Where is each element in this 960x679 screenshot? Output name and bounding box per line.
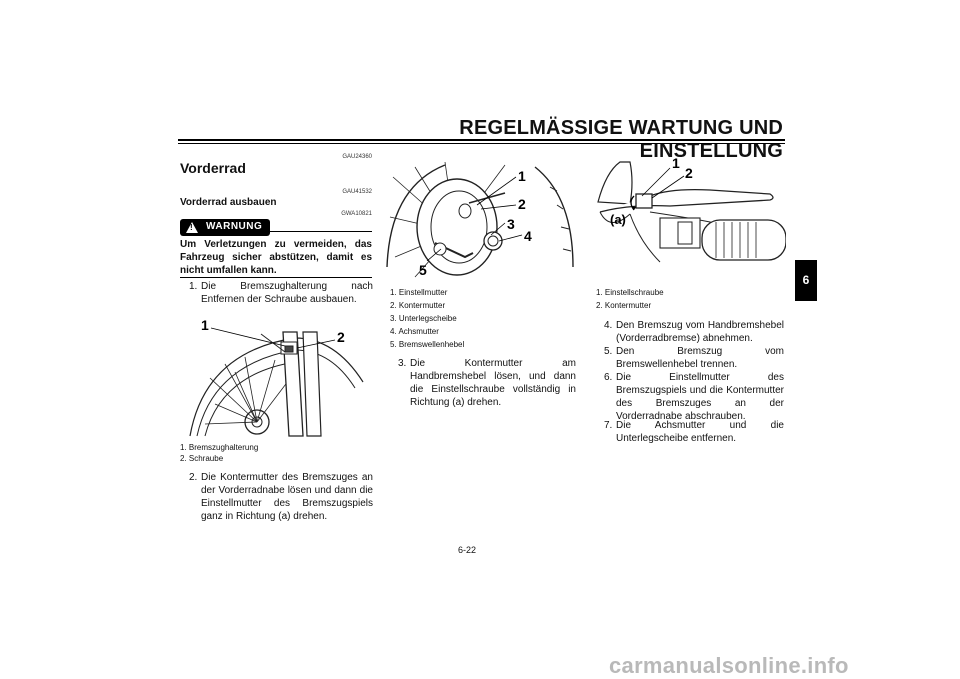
figure-caption: 2. Schraube bbox=[180, 454, 224, 463]
step-text: Die Achsmutter und die Unterlegscheibe e… bbox=[616, 420, 784, 444]
figure-caption: 1. Einstellmutter bbox=[390, 288, 448, 297]
figure-caption: 5. Bremswellenhebel bbox=[390, 340, 465, 349]
figure-callout: 1 bbox=[518, 168, 526, 184]
step-text: Die Kontermutter des Bremszuges an der V… bbox=[201, 472, 373, 522]
section-title: Vorderrad bbox=[180, 160, 246, 176]
figure-callout: 1 bbox=[201, 317, 209, 333]
figure-callout: 4 bbox=[524, 228, 532, 244]
section-tab: 6 bbox=[795, 260, 817, 301]
figure-callout: 2 bbox=[337, 329, 345, 345]
header-rule-thin bbox=[178, 143, 785, 144]
figure-callout: 2 bbox=[518, 196, 526, 212]
list-item: 7. Die Achsmutter und die Unterlegscheib… bbox=[604, 419, 784, 447]
list-item: 2. Die Kontermutter des Bremszuges an de… bbox=[189, 471, 373, 527]
watermark: carmanualsonline.info bbox=[609, 653, 849, 678]
doc-code: GAU41532 bbox=[342, 189, 372, 195]
doc-code: GWA10821 bbox=[341, 211, 372, 217]
step-number: 7. bbox=[604, 420, 613, 431]
figure-caption: 4. Achsmutter bbox=[390, 327, 439, 336]
brake-lever-figure: 1 2 (a) bbox=[597, 155, 786, 263]
warning-label: WARNUNG bbox=[206, 221, 263, 232]
list-item: 4. Den Bremszug vom Handbremshebel (Vord… bbox=[604, 319, 784, 347]
figure-caption: 3. Unterlegscheibe bbox=[390, 314, 457, 323]
step-text: Die Bremszughalterung nach Entfernen der… bbox=[201, 281, 373, 305]
figure-caption: 2. Kontermutter bbox=[596, 301, 652, 310]
doc-code: GAU24360 bbox=[342, 154, 372, 160]
warning-text: Um Verletzungen zu vermeiden, das Fahrze… bbox=[180, 239, 372, 276]
page-header-title: REGELMÄSSIGE WARTUNG UND EINSTELLUNG bbox=[459, 117, 783, 162]
step-number: 1. bbox=[189, 281, 198, 292]
header-rule bbox=[178, 139, 785, 141]
figure-callout: 5 bbox=[419, 262, 427, 278]
list-item: 6. Die Einstellmutter des Bremszugspiels… bbox=[604, 371, 784, 427]
step-number: 6. bbox=[604, 372, 613, 383]
figure-caption: 1. Bremszughalterung bbox=[180, 443, 259, 452]
list-item: 5. Den Bremszug vom Bremswellenhebel tre… bbox=[604, 345, 784, 373]
step-number: 3. bbox=[398, 358, 407, 369]
step-text: Den Bremszug vom Handbremshebel (Vorderr… bbox=[616, 320, 784, 344]
step-number: 4. bbox=[604, 320, 613, 331]
figure-callout: 2 bbox=[685, 165, 693, 181]
step-number: 5. bbox=[604, 346, 613, 357]
figure-callout: 3 bbox=[507, 216, 515, 232]
warning-rule bbox=[270, 231, 372, 232]
list-item: 3. Die Kontermutter am Handbremshebel lö… bbox=[398, 357, 576, 408]
step-text: Die Einstellmutter des Bremszugspiels un… bbox=[616, 372, 784, 422]
list-item: 1. Die Bremszughalterung nach Entfernen … bbox=[189, 280, 373, 310]
front-fork-figure: 1 2 bbox=[189, 317, 364, 437]
figure-caption: 2. Kontermutter bbox=[390, 301, 446, 310]
subsection-title: Vorderrad ausbauen bbox=[180, 197, 277, 208]
step-text: Den Bremszug vom Bremswellenhebel trenne… bbox=[616, 346, 784, 370]
wheel-hub-figure: 1 2 3 4 5 bbox=[386, 161, 574, 278]
figure-callout: (a) bbox=[610, 212, 626, 227]
step-number: 2. bbox=[189, 472, 198, 483]
exclamation-icon: ! bbox=[190, 223, 193, 232]
warning-badge: ! WARNUNG bbox=[180, 219, 270, 236]
warning-bottom-rule bbox=[180, 277, 372, 278]
figure-callout: 1 bbox=[672, 155, 680, 171]
warning-triangle-icon bbox=[186, 222, 198, 233]
figure-caption: 1. Einstellschraube bbox=[596, 288, 664, 297]
page-number: 6-22 bbox=[458, 545, 477, 555]
step-text: Die Kontermutter am Handbremshebel lösen… bbox=[410, 358, 576, 408]
